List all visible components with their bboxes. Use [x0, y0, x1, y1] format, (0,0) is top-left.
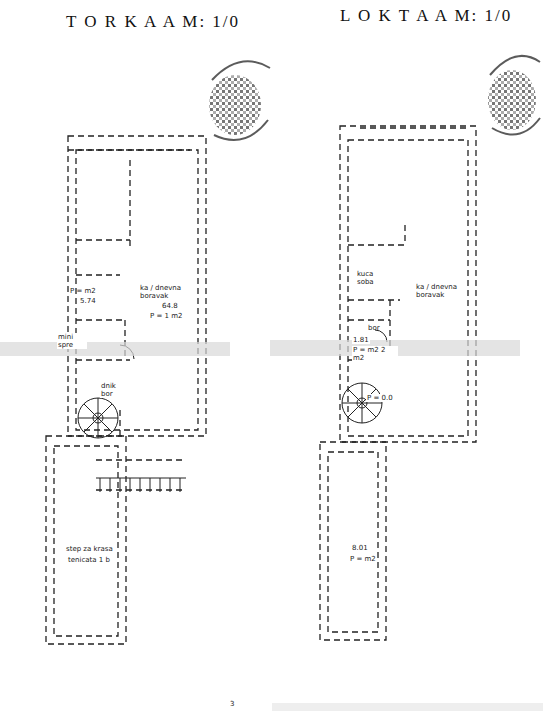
plan-title: L O K T A A M: 1/0 [340, 6, 512, 26]
room-area: P = m2 2 m2 [352, 346, 398, 362]
room-area: P = 1 m2 [150, 312, 183, 320]
room-name: dnik bor [100, 382, 128, 398]
room-name: mini spre [57, 333, 87, 349]
room-name: ka / dnevna boravak [416, 283, 471, 299]
room-name: kuca soba [357, 270, 385, 286]
plan-title: T O R K A A M: 1/0 [66, 12, 240, 32]
room-dimension: 64.8 [162, 302, 178, 310]
room-name: step za krasa [66, 545, 113, 553]
room-area: P = m2 [350, 555, 376, 563]
room-dimension: 1.81 [352, 336, 370, 344]
room-dimension: 5.74 [80, 297, 96, 305]
room-area: P = 0.0 [366, 394, 394, 402]
room-note: tenicata 1 b [68, 556, 110, 564]
room-area: P = m2 [70, 287, 96, 295]
room-name: bor [368, 324, 380, 332]
room-name: ka / dnevna boravak [140, 284, 195, 300]
room-dimension: 8.01 [352, 544, 368, 552]
page-number: 3 [230, 700, 234, 708]
